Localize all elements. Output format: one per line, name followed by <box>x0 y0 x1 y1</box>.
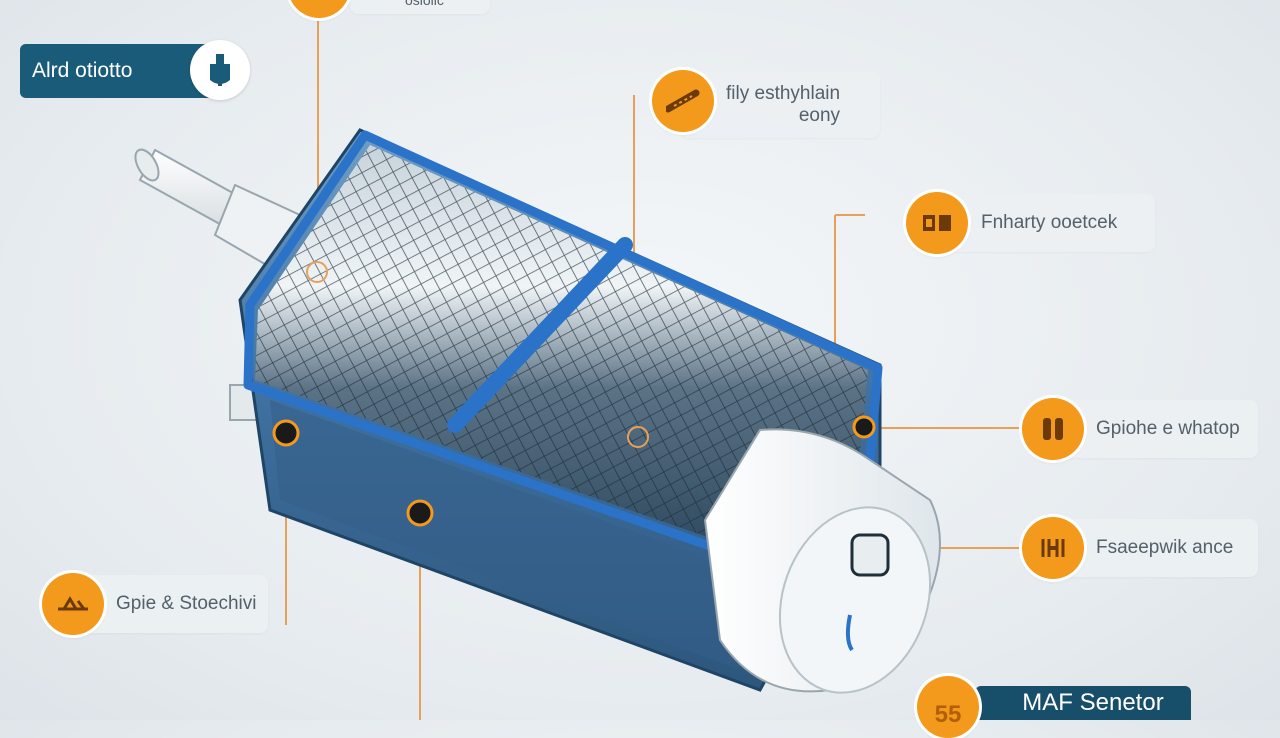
callout-right-upper-text: Fnharty ooetcek <box>981 212 1118 233</box>
callout-right-lower-text: Fsaeepwik ance <box>1096 537 1234 558</box>
number-badge-icon: 55 <box>917 676 979 738</box>
sensor-strip-icon <box>652 70 714 132</box>
maf-sensor-text: MAF Senetor <box>1022 689 1164 716</box>
clip-icon <box>1022 398 1084 460</box>
callout-right-middle-text: Gpiohe e whatop <box>1096 418 1240 439</box>
callout-top-partial: osioiic <box>350 0 490 14</box>
callout-left-lower-text: Gpie & Stoechivi <box>116 593 257 614</box>
plug-icon <box>190 40 250 100</box>
callout-top-partial-text: osioiic <box>405 0 444 8</box>
tool-icon <box>42 573 104 635</box>
callout-top-right-line1: fily esthyhlain <box>726 83 841 104</box>
maf-sensor-label: MAF Senetor <box>975 686 1191 720</box>
title-pill: Alrd otiotto <box>20 40 250 100</box>
filter-housing <box>238 128 883 692</box>
callout-right-upper: Fnharty ooetcek <box>935 194 1155 252</box>
callout-top-right-line2: eony <box>798 105 841 126</box>
top-partial-badge-icon <box>288 0 350 18</box>
maf-badge-number: 55 <box>934 701 962 728</box>
outlet-cap <box>703 428 941 694</box>
callout-right-lower: Fsaeepwik ance <box>1052 519 1258 577</box>
title-text: Alrd otiotto <box>32 59 133 82</box>
callout-right-middle: Gpiohe e whatop <box>1052 400 1258 458</box>
marker-dots <box>272 261 876 527</box>
air-filter-diagram <box>134 15 1022 720</box>
coupler-icon <box>1022 517 1084 579</box>
callout-left-lower: Gpie & Stoechivi <box>72 575 268 633</box>
filter-block-icon <box>906 192 968 254</box>
